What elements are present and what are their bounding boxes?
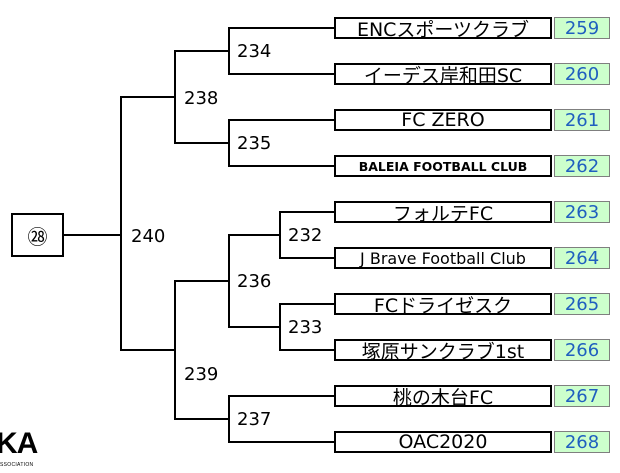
team-number: 261 — [554, 109, 610, 131]
team-name: J Brave Football Club — [334, 247, 552, 269]
bracket-line — [174, 280, 229, 420]
match-label-239: 239 — [184, 364, 219, 385]
match-label-232: 232 — [288, 225, 323, 246]
team-name: 塚原サンクラブ1st — [334, 339, 552, 361]
association-logo: KA — [0, 427, 38, 460]
association-logo-subtext: SSOCIATION — [0, 462, 34, 468]
team-name: イーデス岸和田SC — [334, 63, 552, 85]
match-label-238: 238 — [184, 88, 219, 109]
match-label-233: 233 — [288, 317, 323, 338]
team-number: 263 — [554, 201, 610, 223]
match-label-234: 234 — [237, 41, 272, 62]
team-number: 264 — [554, 247, 610, 269]
team-name: FCドライゼスク — [334, 293, 552, 315]
team-name: FC ZERO — [334, 109, 552, 131]
match-label-235: 235 — [237, 133, 272, 154]
bracket-line — [120, 96, 175, 351]
match-label-236: 236 — [237, 271, 272, 292]
match-label-237: 237 — [237, 409, 272, 430]
seed-box: ㉘ — [11, 213, 64, 257]
team-name: ENCスポーツクラブ — [334, 17, 552, 39]
team-name: BALEIA FOOTBALL CLUB — [334, 155, 552, 177]
team-name: OAC2020 — [334, 431, 552, 453]
team-number: 260 — [554, 63, 610, 85]
team-number: 265 — [554, 293, 610, 315]
team-name: フォルテFC — [334, 201, 552, 223]
team-number: 259 — [554, 17, 610, 39]
team-number: 268 — [554, 431, 610, 453]
team-name: 桃の木台FC — [334, 385, 552, 407]
team-number: 262 — [554, 155, 610, 177]
team-number: 266 — [554, 339, 610, 361]
match-label-240: 240 — [131, 226, 166, 247]
team-number: 267 — [554, 385, 610, 407]
